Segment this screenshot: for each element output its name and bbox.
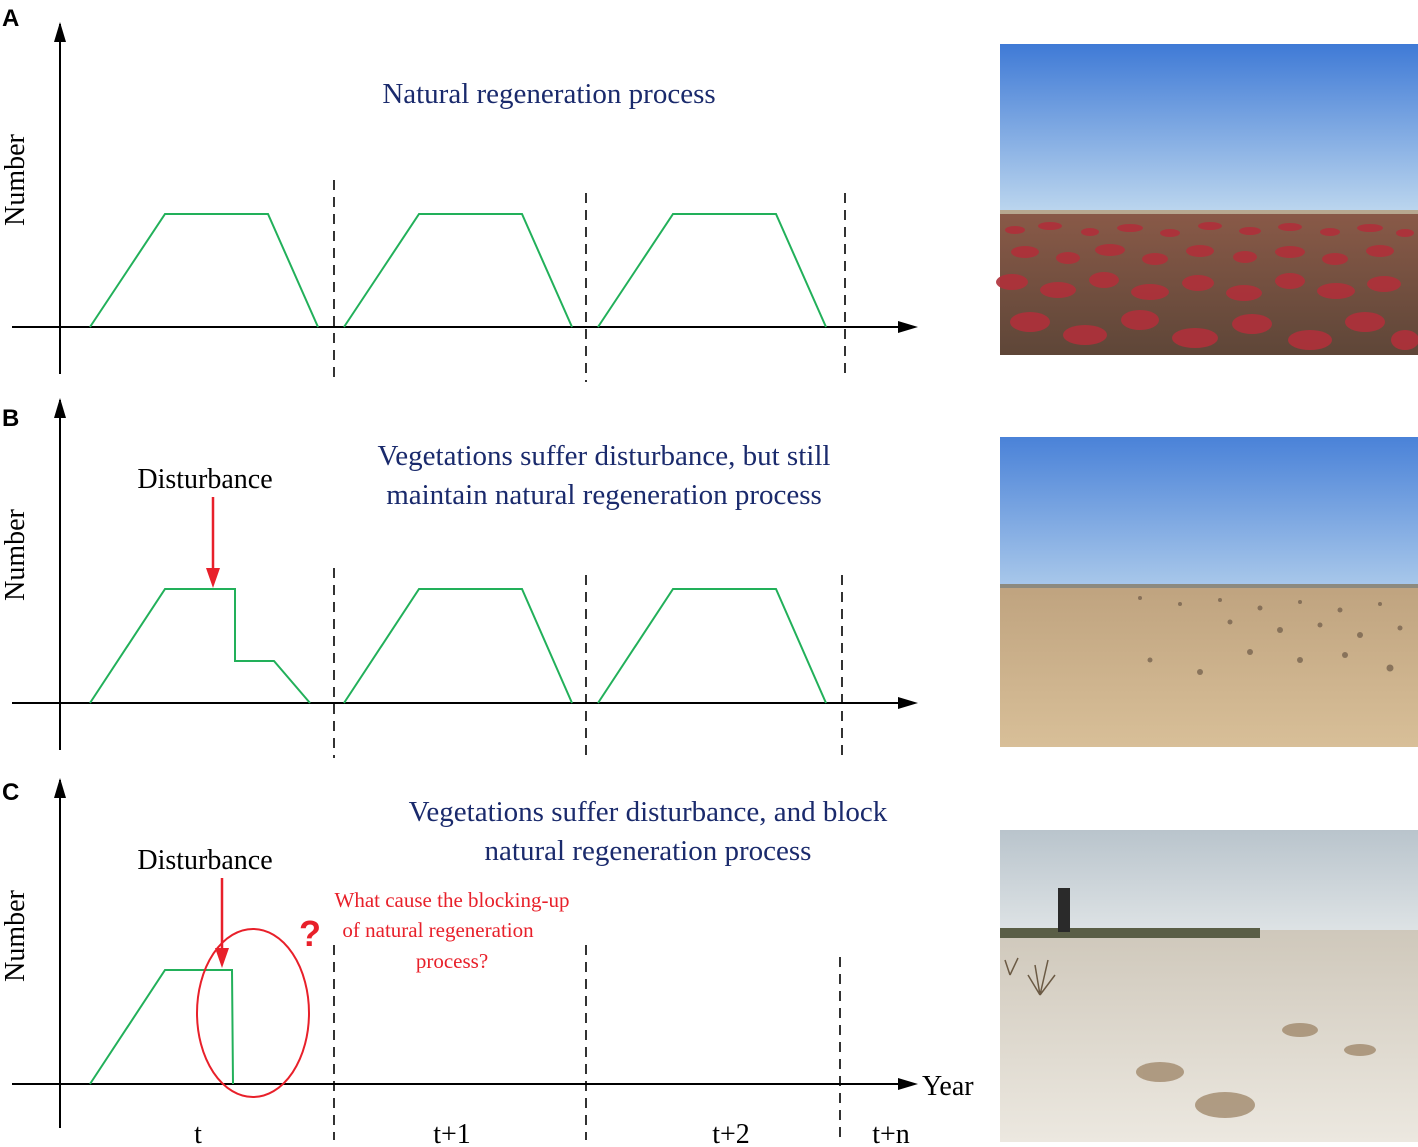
panel-b-disturbance-arrowhead (206, 568, 220, 588)
tick-label-t: t (194, 1119, 202, 1147)
panel-c-x-axis-arrowhead (898, 1078, 918, 1090)
dead-shrubs (1004, 957, 1056, 996)
tick-label-t2: t+2 (712, 1119, 750, 1147)
panel-c-caption-line-1: Vegetations suffer disturbance, and bloc… (409, 796, 888, 828)
panel-b-y-axis-arrowhead (54, 398, 66, 418)
panel-c-disturbance-arrowhead (215, 948, 229, 968)
panel-c-letter: C (2, 779, 19, 806)
panel-c-question-mark: ? (299, 913, 321, 954)
x-tick-labels: t t+1 t+2 t+n (194, 1119, 910, 1147)
tick-label-tn: t+n (872, 1119, 910, 1147)
panel-b-disturbance-label: Disturbance (137, 464, 272, 495)
panel-a-curve-year-t (89, 213, 319, 328)
panel-b-caption-line-1: Vegetations suffer disturbance, but stil… (378, 440, 831, 472)
panel-c: C Number Year Vegetations suffer disturb… (0, 778, 1418, 1142)
panel-c-y-axis-arrowhead (54, 778, 66, 798)
panel-a-x-axis-arrowhead (898, 321, 918, 333)
panel-b: B Number Vegetations suffer disturbance,… (0, 398, 1418, 758)
panel-c-highlight-circle (196, 928, 310, 1098)
panel-b-photo (1000, 437, 1418, 747)
panel-a-curve-year-t1 (343, 213, 573, 328)
panel-b-caption-line-2: maintain natural regeneration process (386, 479, 822, 511)
panel-c-question-line-3: process? (416, 949, 488, 973)
panel-a-y-label: Number (0, 133, 31, 225)
distant-post (1058, 888, 1070, 932)
salt-crust-patches (1136, 1023, 1376, 1118)
tick-label-t1: t+1 (433, 1119, 471, 1147)
panel-c-question-line-1: What cause the blocking-up (335, 888, 570, 912)
panel-c-photo (1000, 830, 1418, 1142)
panel-b-y-label: Number (0, 508, 31, 600)
panel-c-disturbance-label: Disturbance (137, 845, 272, 876)
red-vegetation-pattern (996, 222, 1418, 350)
panel-b-curve-year-t2 (597, 588, 827, 704)
panel-b-letter: B (2, 405, 19, 432)
panel-c-caption-line-2: natural regeneration process (485, 835, 812, 867)
panel-a-photo (996, 44, 1418, 355)
panel-a-caption: Natural regeneration process (382, 78, 715, 110)
sparse-vegetation-pattern (1138, 596, 1403, 675)
panel-c-y-label: Number (0, 889, 31, 981)
x-axis-label: Year (922, 1071, 974, 1102)
panel-b-curve-year-t1 (343, 588, 573, 704)
panel-b-x-axis-arrowhead (898, 697, 918, 709)
panel-a: A Number Natural regeneration process (0, 5, 1418, 382)
panel-c-curve-year-t-blocked (89, 969, 234, 1085)
panel-a-letter: A (2, 5, 19, 32)
distant-shrub-line (1000, 928, 1260, 938)
panel-a-curve-year-t2 (597, 213, 827, 328)
panel-b-curve-year-t-disturbed (89, 588, 311, 704)
panel-a-y-axis-arrowhead (54, 22, 66, 42)
panel-c-question-line-2: of natural regeneration (342, 918, 534, 942)
